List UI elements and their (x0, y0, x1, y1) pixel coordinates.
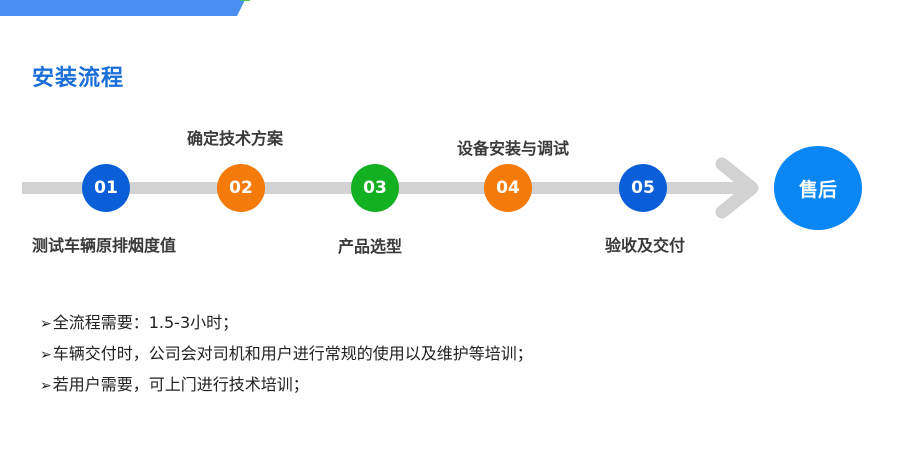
step-03-label: 产品选型 (338, 237, 403, 256)
step-04-circle: 04 (484, 164, 532, 212)
process-flow: 01 02 03 04 05 测试车辆原排烟度值 确定技术方案 产品选型 设备安… (0, 120, 906, 260)
step-05-circle: 05 (619, 164, 667, 212)
step-02-circle: 02 (217, 164, 265, 212)
arrow-bullet-icon: ➢ (40, 316, 52, 332)
list-item: ➢全流程需要：1.5-3小时； (40, 313, 239, 332)
page-title: 安装流程 (32, 66, 125, 91)
list-item: ➢车辆交付时，公司会对司机和用户进行常规的使用以及维护等培训； (40, 344, 533, 363)
step-01-label: 测试车辆原排烟度值 (32, 236, 177, 255)
arrow-bullet-icon: ➢ (40, 347, 52, 363)
notes-list: ➢全流程需要：1.5-3小时； ➢车辆交付时，公司会对司机和用户进行常规的使用以… (40, 308, 533, 401)
step-01-circle: 01 (82, 164, 130, 212)
arrow-right-icon (715, 157, 759, 219)
step-04-label: 设备安装与调试 (457, 139, 570, 158)
final-step-after-sales: 售后 (774, 146, 862, 230)
step-05-label: 验收及交付 (605, 236, 686, 255)
step-03-circle: 03 (351, 164, 399, 212)
list-item: ➢若用户需要，可上门进行技术培训； (40, 375, 309, 394)
arrow-bullet-icon: ➢ (40, 378, 52, 394)
step-02-label: 确定技术方案 (187, 129, 284, 148)
top-accent-bar (0, 0, 250, 16)
